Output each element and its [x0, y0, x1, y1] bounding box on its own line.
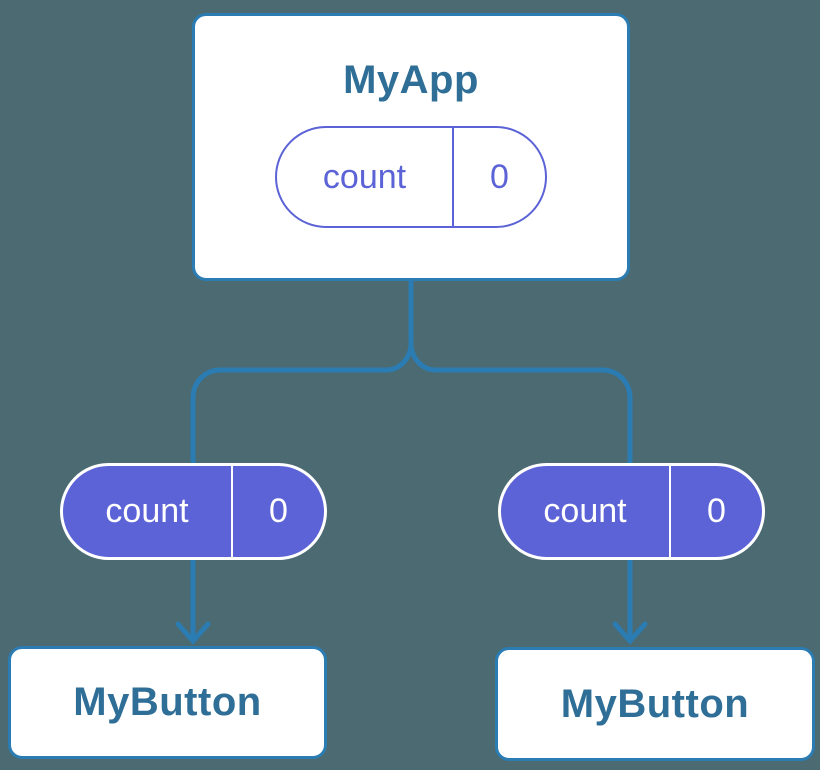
connector-left-branch [190, 279, 414, 638]
component-box-mybutton-left: MyButton [8, 646, 327, 759]
prop-value: 0 [707, 492, 726, 530]
connector-right-branch [408, 342, 633, 638]
prop-value: 0 [269, 492, 288, 530]
arrow-down-icon [612, 621, 648, 645]
state-pill-myapp: count 0 [275, 126, 547, 228]
pill-divider [669, 466, 671, 557]
prop-pill-left: count 0 [60, 463, 327, 560]
pill-divider [231, 466, 233, 557]
state-name: count [322, 157, 407, 196]
component-box-myapp: MyApp count 0 [192, 13, 630, 281]
prop-name: count [543, 492, 627, 530]
prop-name: count [105, 492, 189, 530]
prop-pill-right: count 0 [498, 463, 765, 560]
component-title-mybutton: MyButton [73, 680, 262, 724]
component-box-mybutton-right: MyButton [495, 647, 815, 761]
pill-divider [452, 128, 454, 226]
state-value: 0 [490, 157, 509, 196]
component-title-mybutton: MyButton [560, 681, 750, 726]
component-title-myapp: MyApp [343, 58, 479, 102]
arrow-down-icon [175, 621, 211, 645]
